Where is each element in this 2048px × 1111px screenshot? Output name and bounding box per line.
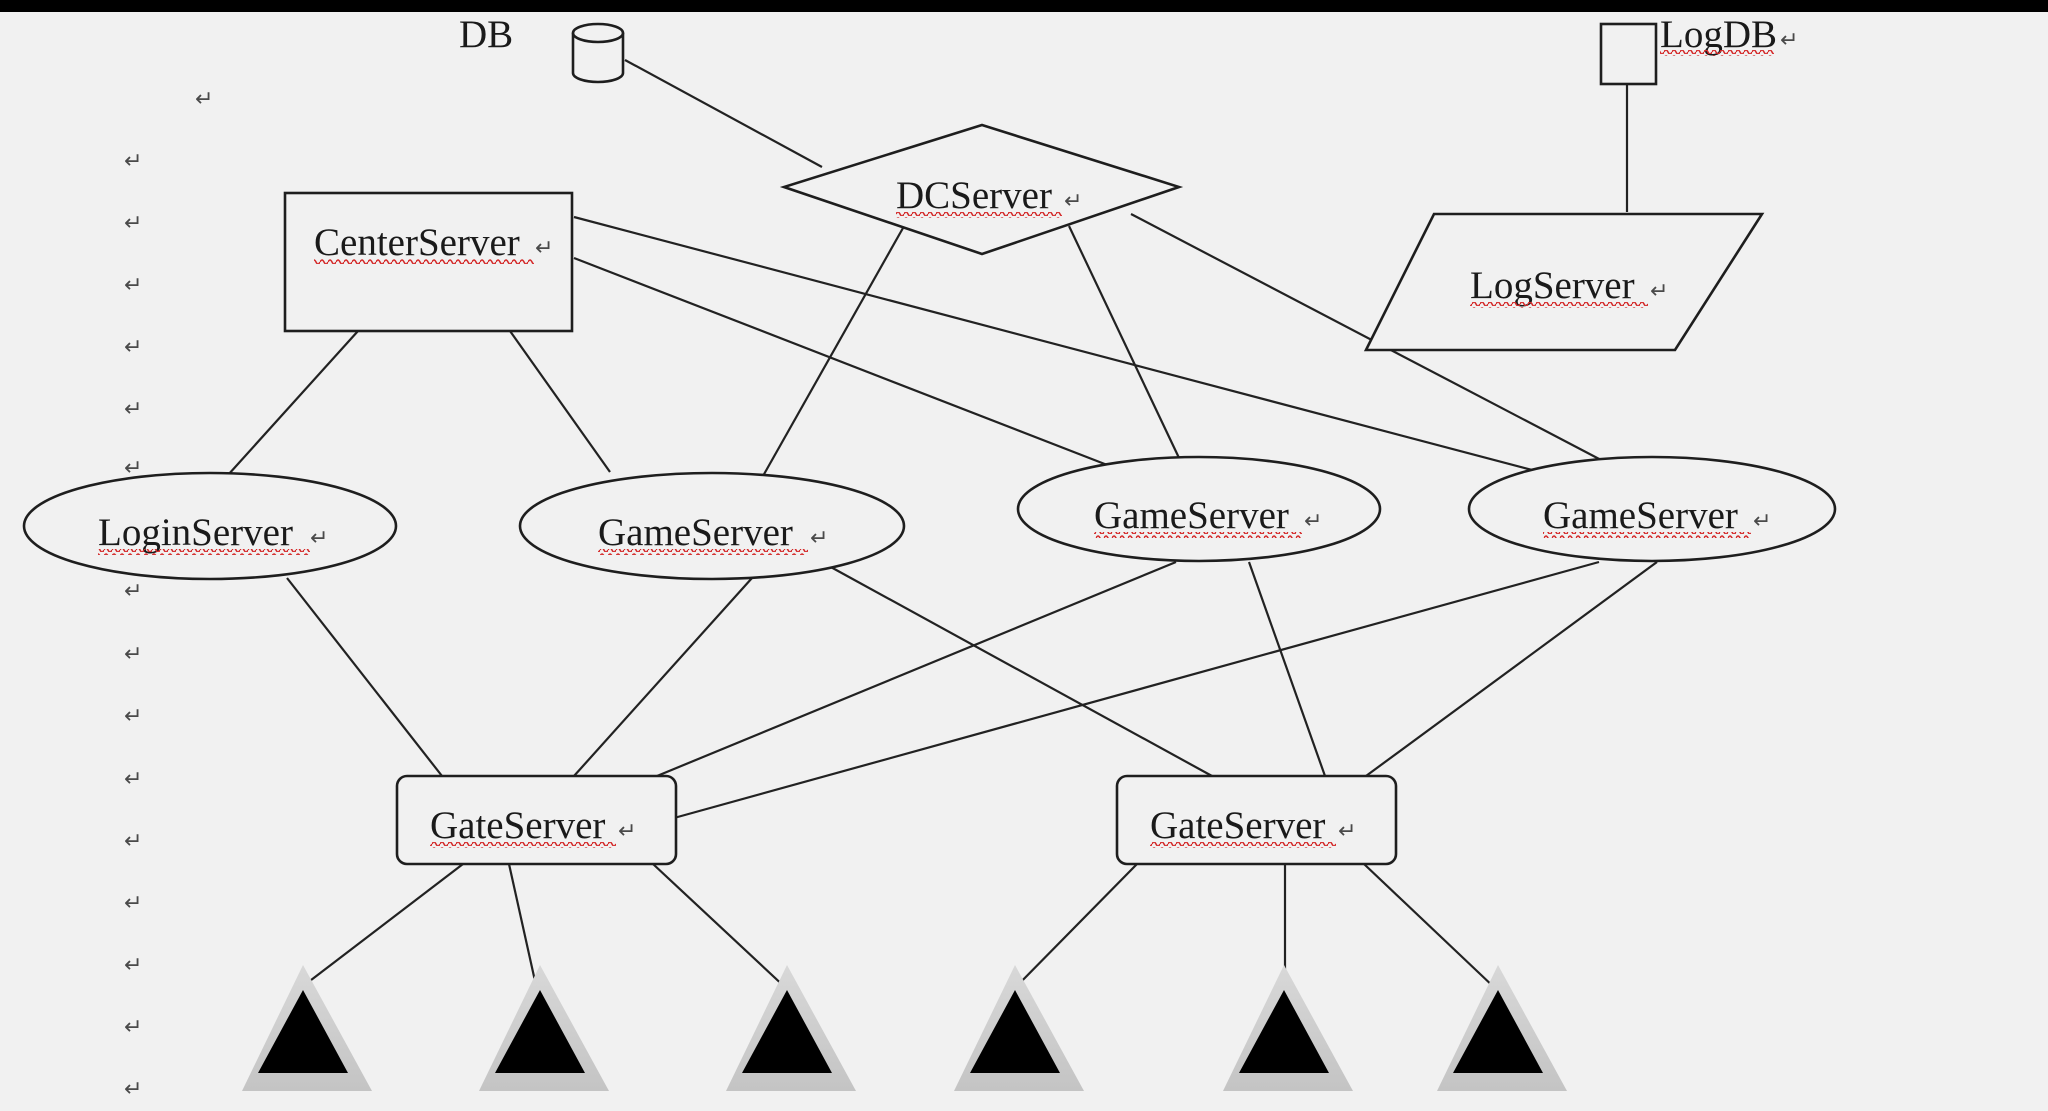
paragraph-mark: ↵	[1338, 819, 1356, 844]
paragraph-mark: ↵	[124, 1015, 142, 1040]
logserver-label: LogServer	[1470, 264, 1635, 307]
logdb-label: LogDB	[1660, 13, 1777, 56]
dcserver-diamond	[779, 123, 1184, 256]
paragraph-mark: ↵	[1304, 509, 1322, 534]
edge-game2-gate2	[1247, 561, 1327, 777]
edge-gate1-client2	[507, 863, 539, 991]
logserver-node: LogServer ↵	[1363, 212, 1765, 352]
client-triangle-icon	[1453, 990, 1543, 1073]
edge-gate2-client4	[1012, 863, 1138, 991]
gateserver-node-2: GateServer ↵	[1115, 774, 1398, 866]
paragraph-mark: ↵	[1780, 28, 1798, 53]
gateserver-spell-underline-2	[1150, 842, 1336, 848]
logdb-spell-underline	[1660, 50, 1774, 56]
centerserver-spell-underline	[314, 259, 534, 265]
client-triangle-icon	[258, 990, 348, 1073]
logdb-box	[1599, 22, 1658, 86]
paragraph-mark: ↵	[535, 236, 553, 261]
paragraph-mark: ↵	[124, 1077, 142, 1102]
edge-db-dcserver	[624, 59, 823, 168]
client-node-2	[479, 965, 609, 1091]
logdb-node: LogDB ↵	[1599, 13, 1798, 86]
paragraph-marks: ↵ ↵ ↵ ↵ ↵ ↵ ↵ ↵ ↵ ↵ ↵ ↵ ↵ ↵ ↵ ↵	[124, 87, 213, 1102]
client-node-5	[1223, 965, 1353, 1091]
paragraph-mark: ↵	[1064, 189, 1082, 214]
client-node-4	[954, 965, 1084, 1091]
loginserver-spell-underline	[98, 549, 310, 555]
edge-dc-game3	[1130, 213, 1604, 462]
client-node-1	[242, 965, 372, 1091]
paragraph-mark: ↵	[124, 642, 142, 667]
gameserver-label-3: GameServer	[1543, 494, 1738, 537]
paragraph-mark: ↵	[124, 335, 142, 360]
edge-gate2-client6	[1363, 863, 1498, 991]
paragraph-mark: ↵	[124, 767, 142, 792]
paragraph-mark: ↵	[124, 829, 142, 854]
edge-game3-gate2	[1365, 561, 1658, 777]
paragraph-mark: ↵	[124, 704, 142, 729]
centerserver-label: CenterServer	[314, 221, 520, 264]
paragraph-mark: ↵	[124, 953, 142, 978]
loginserver-label: LoginServer	[98, 511, 293, 554]
client-triangle-icon	[495, 990, 585, 1073]
client-triangle-icon	[742, 990, 832, 1073]
loginserver-node: LoginServer ↵	[22, 471, 398, 581]
paragraph-mark: ↵	[1753, 509, 1771, 534]
database-icon-top	[571, 22, 625, 44]
edge-game2-gate1	[656, 560, 1177, 778]
paragraph-mark: ↵	[1650, 279, 1668, 304]
paragraph-mark: ↵	[310, 526, 328, 551]
db-label: DB	[459, 13, 513, 56]
edge-center-login	[227, 330, 359, 476]
gameserver-node-1: GameServer ↵	[518, 471, 906, 581]
paragraph-mark: ↵	[124, 579, 142, 604]
paragraph-mark: ↵	[124, 211, 142, 236]
gameserver-spell-underline-1	[598, 549, 808, 555]
edge-center-game1	[509, 330, 611, 473]
gameserver-spell-underline-3	[1543, 532, 1751, 538]
logserver-parallelogram	[1363, 212, 1765, 352]
gateserver-label-2: GateServer	[1150, 804, 1325, 847]
dcserver-node: DCServer ↵	[779, 123, 1184, 256]
edge-login-gate1	[286, 577, 443, 777]
paragraph-mark: ↵	[124, 456, 142, 481]
connections	[227, 59, 1658, 991]
paragraph-mark: ↵	[810, 526, 828, 551]
gateserver-node-1: GateServer ↵	[395, 774, 678, 866]
paragraph-mark: ↵	[195, 87, 213, 112]
paragraph-mark: ↵	[124, 891, 142, 916]
gameserver-node-2: GameServer ↵	[1016, 455, 1382, 563]
gateserver-spell-underline-1	[430, 842, 616, 848]
gameserver-label-2: GameServer	[1094, 494, 1289, 537]
gateserver-label-1: GateServer	[430, 804, 605, 847]
client-triangle-icon	[1239, 990, 1329, 1073]
gameserver-node-3: GameServer ↵	[1467, 455, 1837, 563]
edge-center-game3	[573, 215, 1533, 472]
dcserver-spell-underline	[896, 212, 1062, 218]
client-node-6	[1437, 965, 1567, 1091]
client-triangle-icon	[970, 990, 1060, 1073]
edge-dc-game2	[1068, 225, 1181, 461]
edge-gate1-client3	[652, 863, 789, 991]
logserver-spell-underline	[1470, 302, 1648, 308]
paragraph-mark: ↵	[124, 149, 142, 174]
centerserver-node: CenterServer ↵	[283, 191, 574, 333]
paragraph-mark: ↵	[124, 397, 142, 422]
database-icon	[571, 33, 625, 84]
clients	[242, 965, 1567, 1091]
db-node: DB	[459, 13, 625, 84]
edge-game1-gate1	[573, 577, 753, 777]
client-node-3	[726, 965, 856, 1091]
paragraph-mark: ↵	[618, 819, 636, 844]
dcserver-label: DCServer	[896, 174, 1052, 217]
edge-game3-gate1	[673, 560, 1600, 820]
edge-gate1-client1	[297, 863, 464, 991]
edge-center-game2	[573, 256, 1116, 470]
gameserver-label-1: GameServer	[598, 511, 793, 554]
gameserver-spell-underline-2	[1094, 532, 1302, 538]
paragraph-mark: ↵	[124, 273, 142, 298]
edge-game1-gate2	[817, 559, 1213, 777]
edge-dc-game1	[762, 227, 904, 477]
